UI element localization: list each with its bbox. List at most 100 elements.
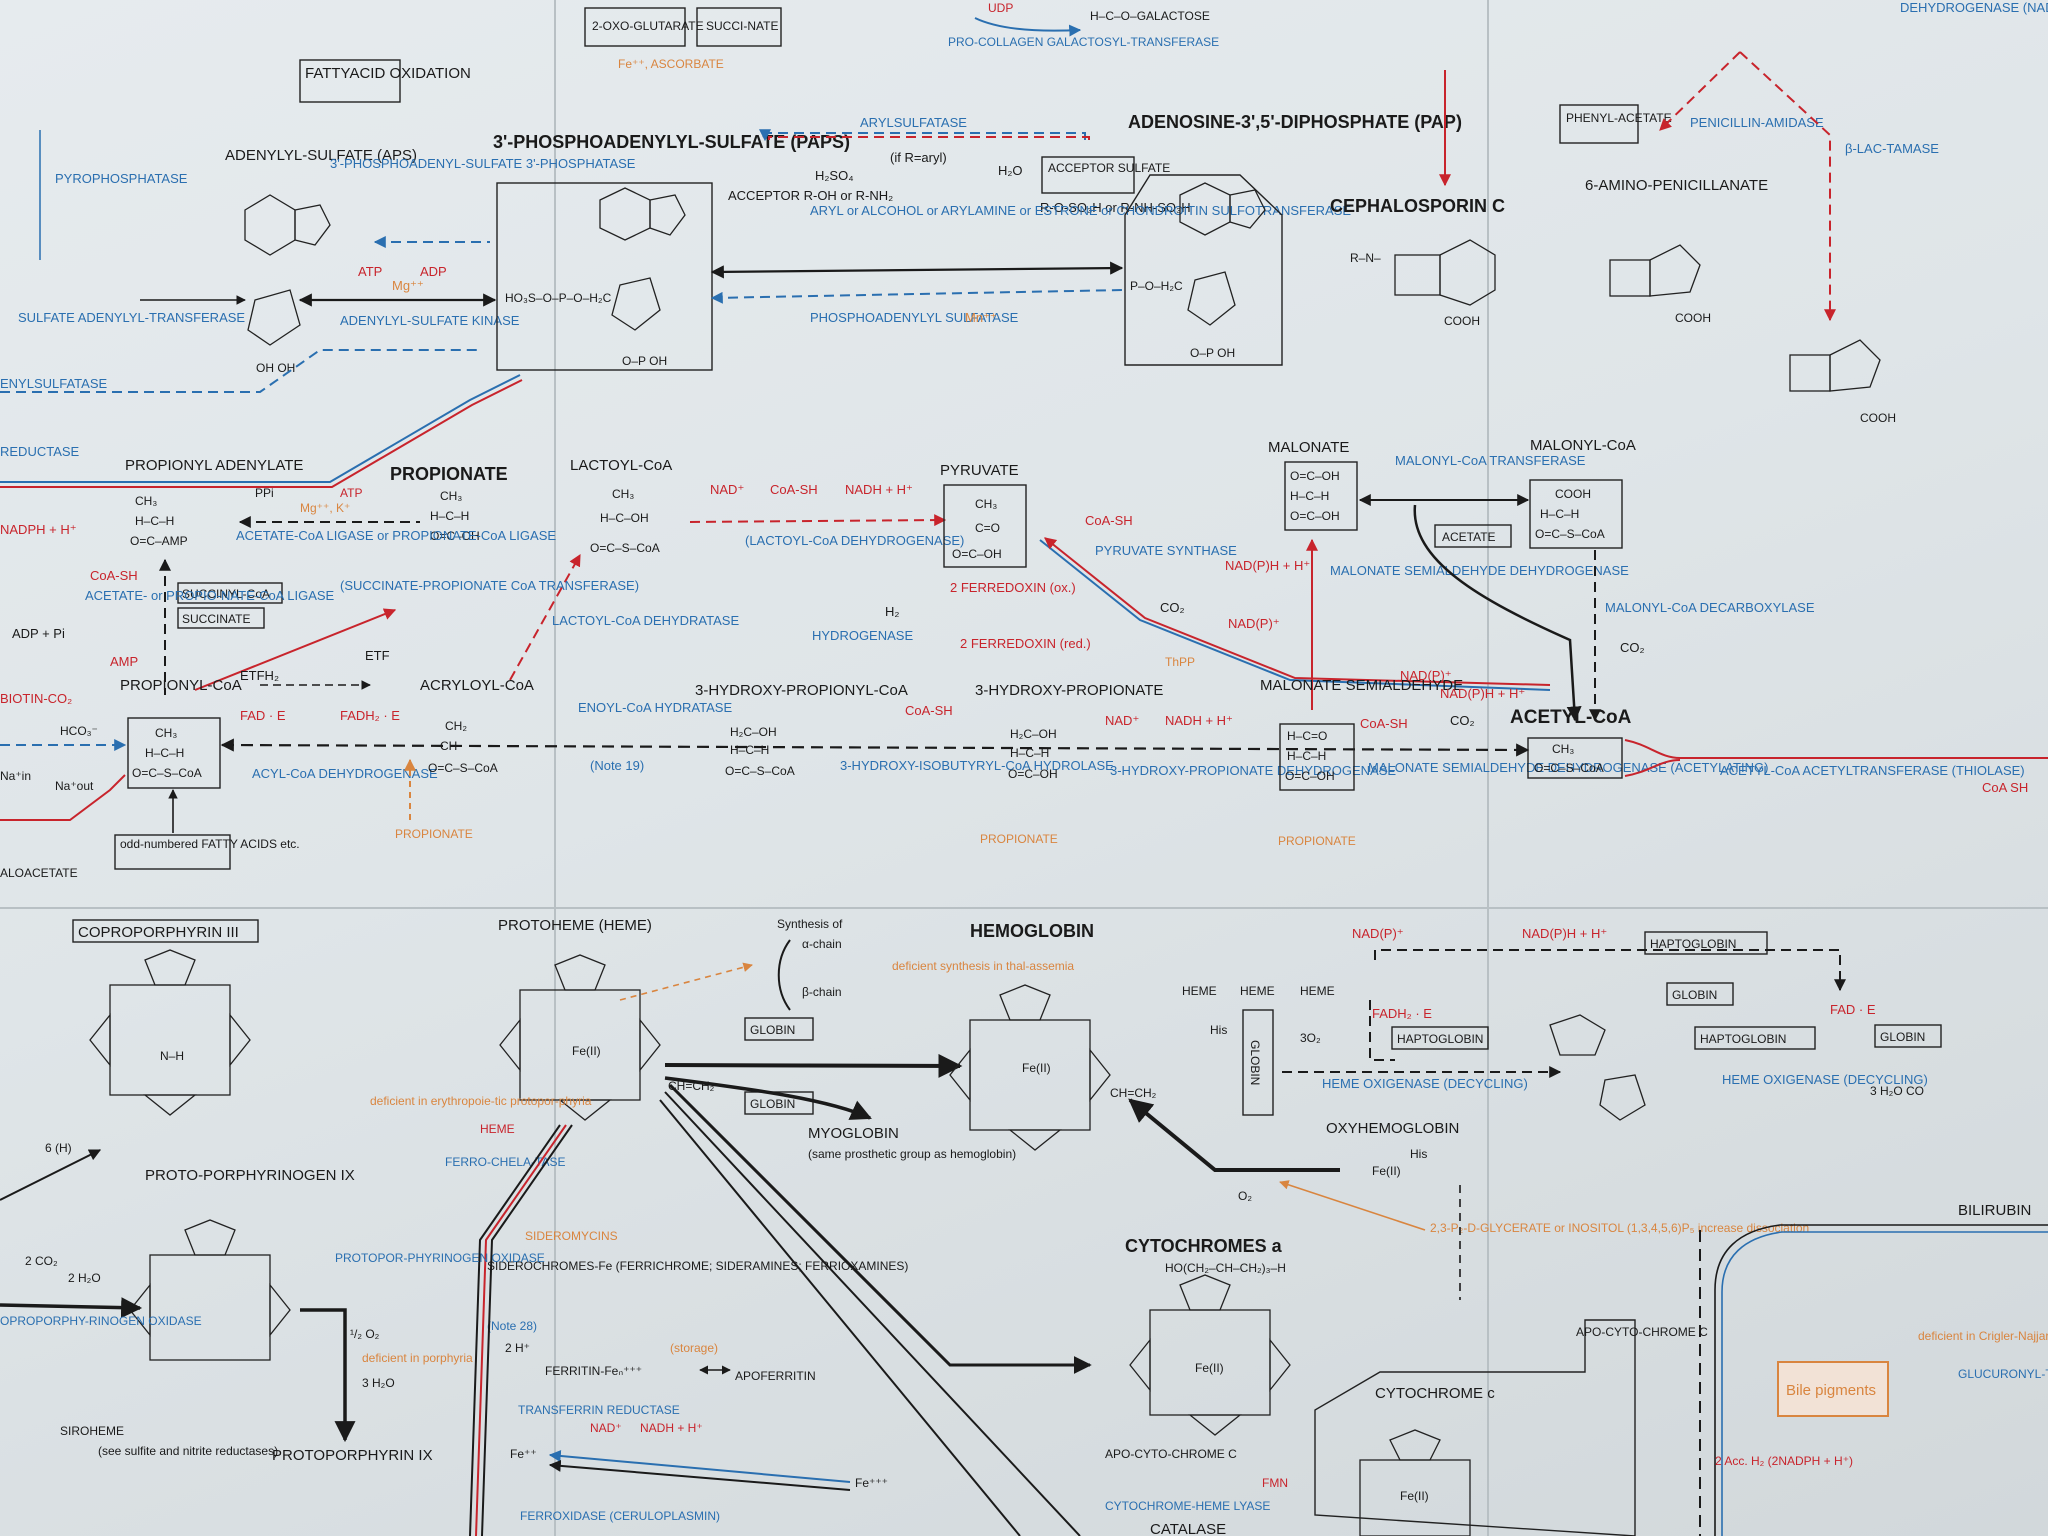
svg-text:NADH + H⁺: NADH + H⁺: [1165, 713, 1233, 728]
oxoglutarate-label: 2-OXO-GLUTARATE: [592, 19, 704, 33]
ferredoxin-ox-label: 2 FERREDOXIN (ox.): [950, 580, 1076, 595]
bilirubin-label: BILIRUBIN: [1958, 1202, 2031, 1219]
ferritin-label: FERRITIN-Feₙ⁺⁺⁺: [545, 1364, 642, 1378]
section-propionate: PROPIONYL ADENYLATE CH₃ H–C–H O=C–AMP PR…: [0, 437, 2048, 880]
svg-text:Fe(II): Fe(II): [1372, 1164, 1401, 1178]
myoglobin-title: MYOGLOBIN: [808, 1125, 899, 1142]
globin-label-1: GLOBIN: [750, 1023, 795, 1037]
svg-text:Fe(II): Fe(II): [1400, 1489, 1429, 1503]
svg-text:Na⁺out: Na⁺out: [55, 779, 94, 793]
malonate-semialdehyde-dh-enzyme: MALONATE SEMIALDEHYDE DEHYDROGENASE: [1330, 563, 1629, 578]
svg-text:CH₃: CH₃: [135, 494, 157, 508]
svg-text:P–O–H₂C: P–O–H₂C: [1130, 279, 1183, 293]
svg-text:ThPP: ThPP: [1165, 655, 1195, 669]
svg-text:COOH: COOH: [1444, 314, 1480, 328]
crigler-najjar-note: deficient in Crigler-Najjar syndr.: [1918, 1329, 2048, 1343]
svg-text:NADH + H⁺: NADH + H⁺: [845, 482, 913, 497]
sulfotransferase-enzyme: ARYL or ALCOHOL or ARYLAMINE or ESTRONE …: [810, 203, 1351, 218]
svg-text:FMN: FMN: [1262, 1476, 1288, 1490]
acetate-coa-ligase-enzyme: ACETATE-CoA LIGASE or PROPIONATE-CoA LIG…: [236, 528, 556, 543]
svg-text:GLOBIN: GLOBIN: [1248, 1040, 1262, 1085]
globin-label-4: GLOBIN: [1880, 1030, 1925, 1044]
svg-text:NAD(P)H + H⁺: NAD(P)H + H⁺: [1522, 926, 1607, 941]
svg-text:O=C–S–CoA: O=C–S–CoA: [590, 541, 660, 555]
adp-label: ADP: [420, 264, 447, 279]
acetyl-coa-title: ACETYL-CoA: [1510, 707, 1632, 728]
svg-text:NAD(P)H + H⁺: NAD(P)H + H⁺: [1440, 686, 1525, 701]
svg-text:HO₃S–O–P–O–H₂C: HO₃S–O–P–O–H₂C: [505, 291, 612, 305]
protoporphyrinogen-oxidase-enzyme: PROTOPOR-PHYRINOGEN OXIDASE: [335, 1251, 545, 1265]
adenylylsulfate-kinase-enzyme: ADENYLYL-SULFATE KINASE: [340, 313, 520, 328]
svg-text:Fe(II): Fe(II): [1022, 1061, 1051, 1075]
svg-text:CoA-SH: CoA-SH: [770, 482, 818, 497]
phosphatase-enzyme: 3'-PHOSPHOADENYL-SULFATE 3'-PHOSPHATASE: [330, 156, 636, 171]
hydrogenase-enzyme: HYDROGENASE: [812, 628, 913, 643]
h2so4-label: H₂SO₄: [815, 168, 854, 183]
aps-structure: [244, 194, 331, 346]
glucuronyl-transferase-enzyme: GLUCURONYL-TRANSF.: [1958, 1367, 2048, 1381]
svg-text:3 H₂O CO: 3 H₂O CO: [1870, 1084, 1924, 1098]
svg-text:O–P OH: O–P OH: [622, 354, 667, 368]
svg-text:CoA-SH: CoA-SH: [1360, 716, 1408, 731]
svg-text:HEME: HEME: [1240, 984, 1275, 998]
svg-text:H–C–H: H–C–H: [1010, 746, 1049, 760]
svg-text:2 H₂O: 2 H₂O: [68, 1271, 101, 1285]
succinate-label: SUCCINATE: [182, 612, 250, 626]
svg-text:PROPIONATE: PROPIONATE: [1278, 834, 1356, 848]
svg-text:NAD(P)⁺: NAD(P)⁺: [1400, 668, 1452, 683]
svg-text:NADPH + H⁺: NADPH + H⁺: [0, 522, 77, 537]
lactoyl-dehydratase-enzyme: LACTOYL-CoA DEHYDRATASE: [552, 613, 739, 628]
svg-text:COOH: COOH: [1555, 487, 1591, 501]
haptoglobin-label-1: HAPTOGLOBIN: [1397, 1032, 1483, 1046]
synthesis-of-label: Synthesis of: [777, 917, 843, 931]
svg-text:O₂: O₂: [1238, 1189, 1252, 1203]
hydroxypropionate-dh-enzyme: 3-HYDROXY-PROPIONATE DEHYDROGENASE: [1110, 763, 1396, 778]
succinyl-coa-label: SUCCINYL-CoA: [182, 587, 270, 601]
svg-text:deficient in porphyria: deficient in porphyria: [362, 1351, 473, 1365]
coproporphyrin-label: COPROPORPHYRIN III: [78, 924, 239, 941]
malonate-semialdehyde-dh-acetylating-enzyme: MALONATE SEMIALDEHYDE DEHYDROGENASE (ACE…: [1368, 760, 1768, 775]
svg-text:His: His: [1210, 1023, 1227, 1037]
svg-text:HCO₃⁻: HCO₃⁻: [60, 724, 98, 738]
r-oso3h-label: R-O-SO₃H or R-NH-SO₃H: [1040, 200, 1191, 215]
pap-box: [1124, 174, 1283, 366]
bile-pigments-label: Bile pigments: [1786, 1382, 1876, 1399]
svg-text:N–H: N–H: [160, 1049, 184, 1063]
svg-text:FADH₂ · E: FADH₂ · E: [1372, 1006, 1432, 1021]
protoheme-label: PROTOHEME (HEME): [498, 917, 652, 934]
if-aryl-label: (if R=aryl): [890, 150, 947, 165]
myoglobin-note: (same prosthetic group as hemoglobin): [808, 1147, 1016, 1161]
svg-text:Fe⁺⁺: Fe⁺⁺: [510, 1447, 537, 1461]
catalase-label: CATALASE: [1150, 1521, 1226, 1536]
svg-text:HEME: HEME: [1182, 984, 1217, 998]
aps-label: ADENYLYL-SULFATE (APS): [225, 147, 417, 164]
protoporphyrinogen-structure: [129, 1219, 291, 1361]
svg-text:3O₂: 3O₂: [1300, 1031, 1321, 1045]
svg-text:NADH + H⁺: NADH + H⁺: [640, 1421, 703, 1435]
svg-text:2 H⁺: 2 H⁺: [505, 1341, 530, 1355]
svg-text:COOH: COOH: [1675, 311, 1711, 325]
svg-text:PROPIONATE: PROPIONATE: [395, 827, 473, 841]
cytochrome-c-title: CYTOCHROME c: [1375, 1385, 1495, 1402]
dehydrogenase-nad-enzyme: DEHYDROGENASE (NAD⁺): [1900, 0, 2048, 15]
enylsulfatase-enzyme: ENYLSULFATASE: [0, 376, 107, 391]
svg-text:H–C–OH: H–C–OH: [600, 511, 649, 525]
deficient-erythropoietic-note: deficient in erythropoie-tic protopor-ph…: [370, 1094, 592, 1108]
svg-text:α-chain: α-chain: [802, 937, 842, 951]
svg-text:H₂C–OH: H₂C–OH: [1010, 727, 1057, 741]
svg-text:(Note 28): (Note 28): [487, 1319, 537, 1333]
svg-text:O=C–OH: O=C–OH: [952, 547, 1002, 561]
svg-text:NAD(P)H + H⁺: NAD(P)H + H⁺: [1225, 558, 1310, 573]
mn-label: Mn⁺⁺: [965, 310, 997, 325]
cytochrome-a-structure: [1129, 1274, 1291, 1436]
hemoglobin-structure: [949, 984, 1111, 1151]
svg-text:C=O: C=O: [975, 521, 1000, 535]
paps-title: 3'-PHOSPHOADENYLYL-SULFATE (PAPS): [493, 132, 850, 152]
biliverdin-structure: [1549, 1014, 1646, 1121]
svg-text:H–C–H: H–C–H: [430, 509, 469, 523]
protoheme-structure: [499, 954, 661, 1121]
siroheme-note: (see sulfite and nitrite reductases): [98, 1444, 278, 1458]
svg-text:FAD · E: FAD · E: [240, 708, 286, 723]
procollagen-enzyme: PRO-COLLAGEN GALACTOSYL-TRANSFERASE: [948, 35, 1219, 49]
